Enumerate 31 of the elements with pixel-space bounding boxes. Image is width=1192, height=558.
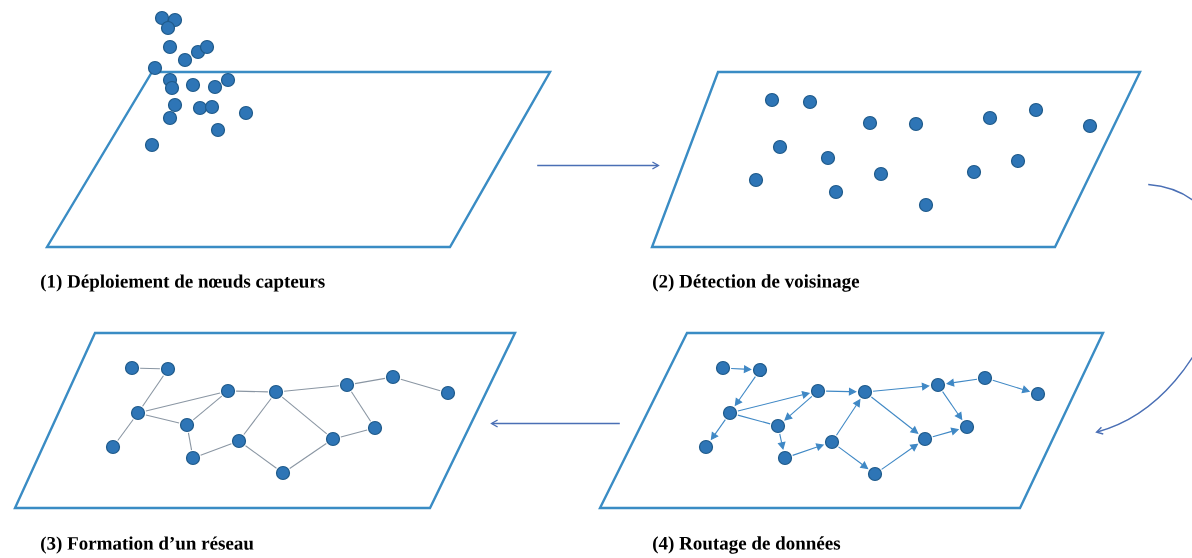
link-line: [400, 378, 441, 392]
link-line: [737, 414, 771, 425]
link-line: [340, 429, 368, 438]
link-line: [281, 396, 328, 435]
link-line: [350, 391, 372, 422]
panel-label: (4) Routage de données: [653, 536, 841, 554]
link-line: [139, 367, 161, 370]
link-line: [245, 445, 277, 469]
arrow: [946, 378, 978, 387]
link-line: [145, 414, 180, 424]
link-line: [200, 443, 232, 456]
link-line: [187, 432, 193, 451]
arrow: [1095, 183, 1192, 435]
link-line: [283, 385, 340, 392]
panel-label: (1) Déploiement de nœuds capteurs: [41, 274, 325, 292]
link-line: [354, 377, 386, 385]
arrow: [490, 419, 621, 428]
link-line: [289, 443, 327, 469]
link-line: [117, 418, 134, 442]
panel-label: (3) Formation d’un réseau: [41, 536, 254, 554]
link-line: [243, 397, 272, 436]
link-line: [145, 392, 221, 412]
link-line: [235, 390, 269, 393]
panel-label: (2) Détection de voisinage: [653, 274, 860, 292]
link-line: [192, 395, 223, 421]
arrow: [870, 396, 919, 434]
arrow: [872, 382, 930, 392]
arrow: [536, 161, 660, 170]
arrow: [825, 387, 857, 396]
link-line: [142, 375, 164, 407]
arrow: [784, 395, 813, 421]
